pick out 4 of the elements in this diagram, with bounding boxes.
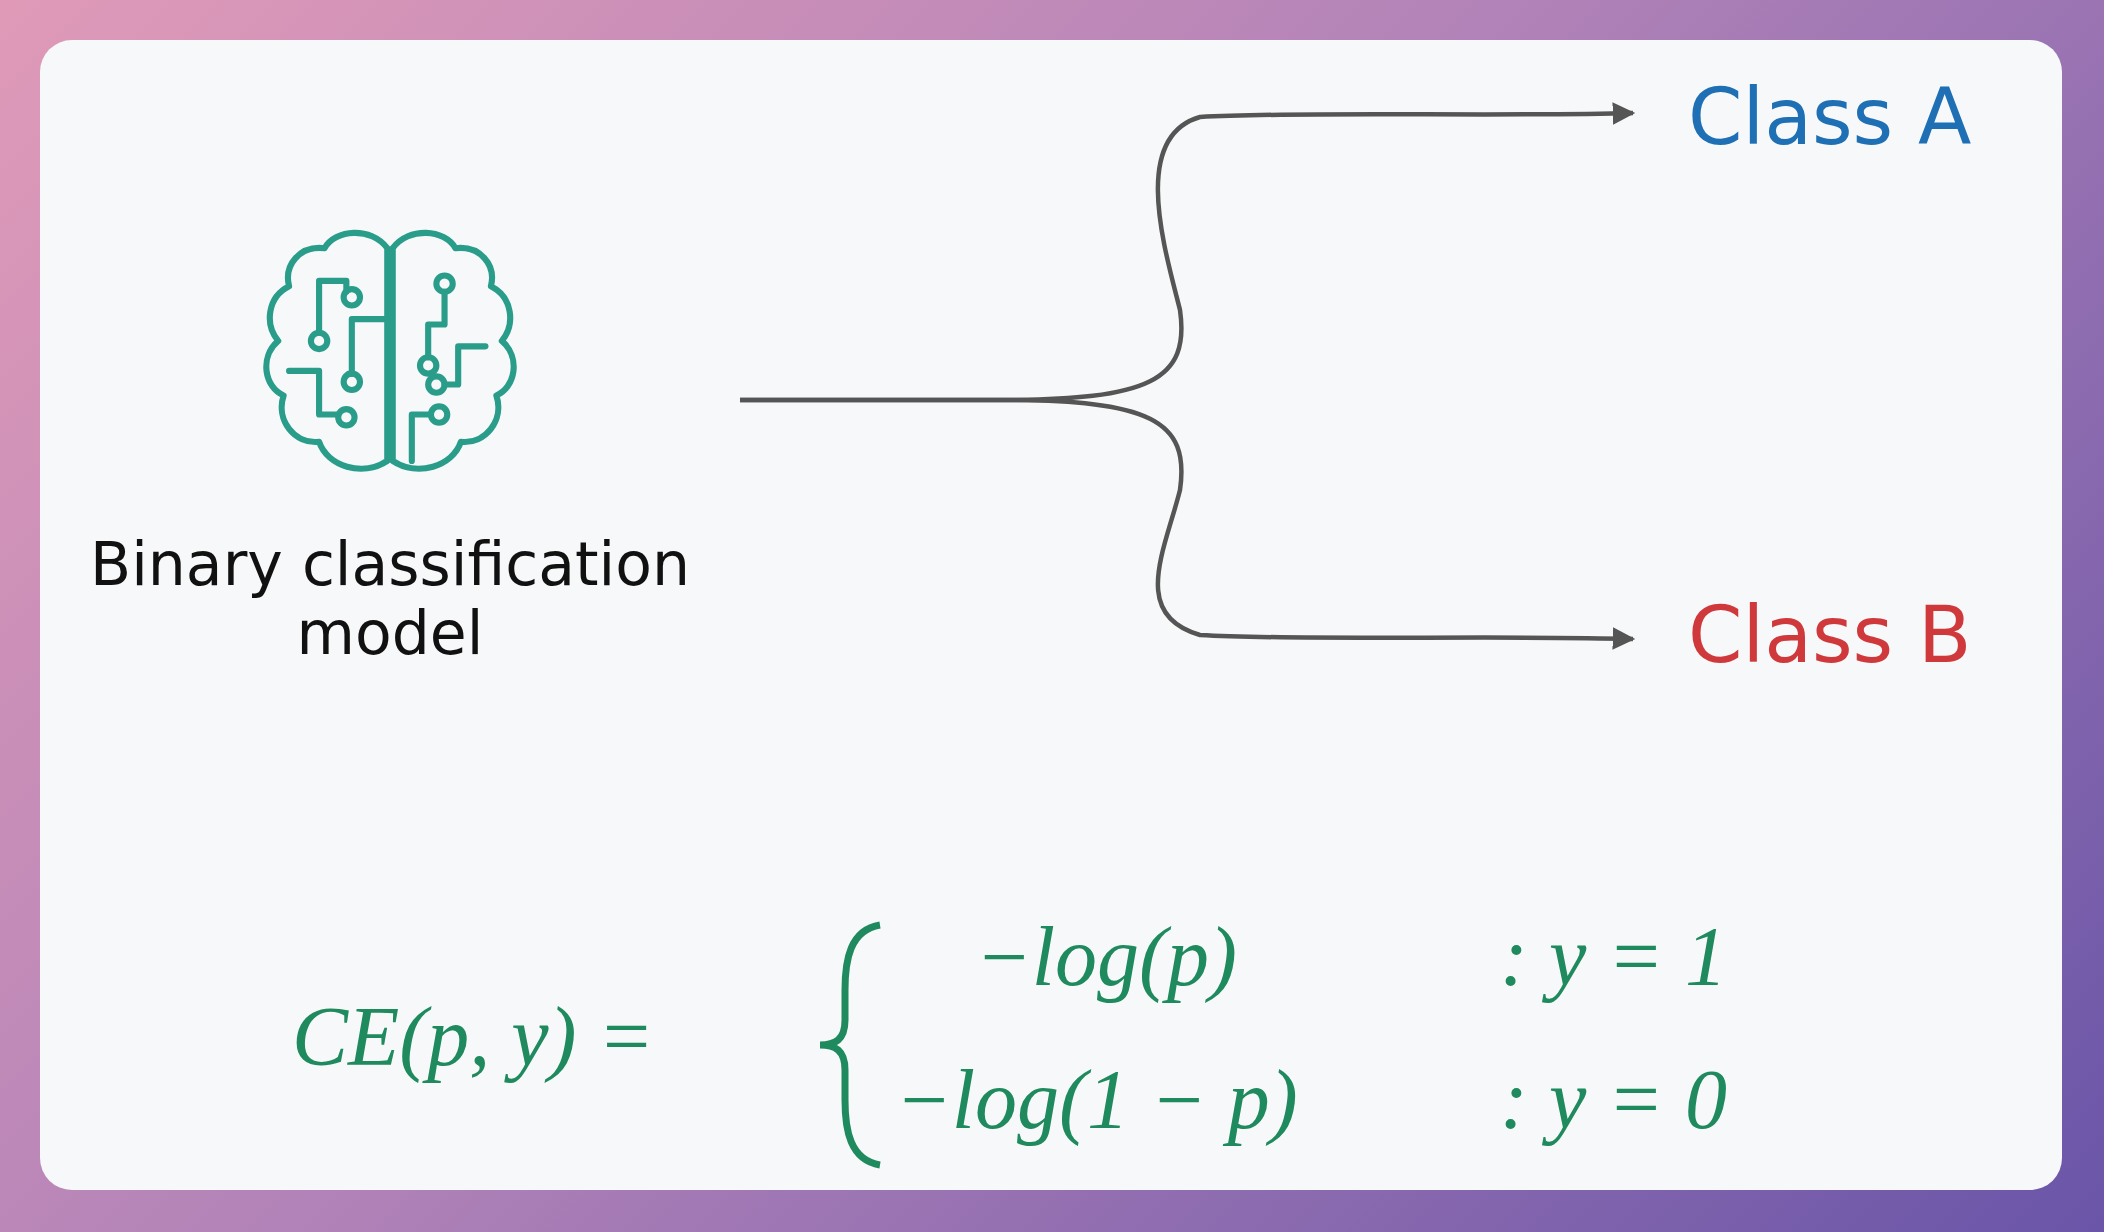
class-label: Class B [1688, 590, 1972, 680]
arrow [740, 397, 1636, 650]
node-label: Binary classification model [89, 530, 691, 668]
class-label: Class A [1688, 72, 1972, 162]
